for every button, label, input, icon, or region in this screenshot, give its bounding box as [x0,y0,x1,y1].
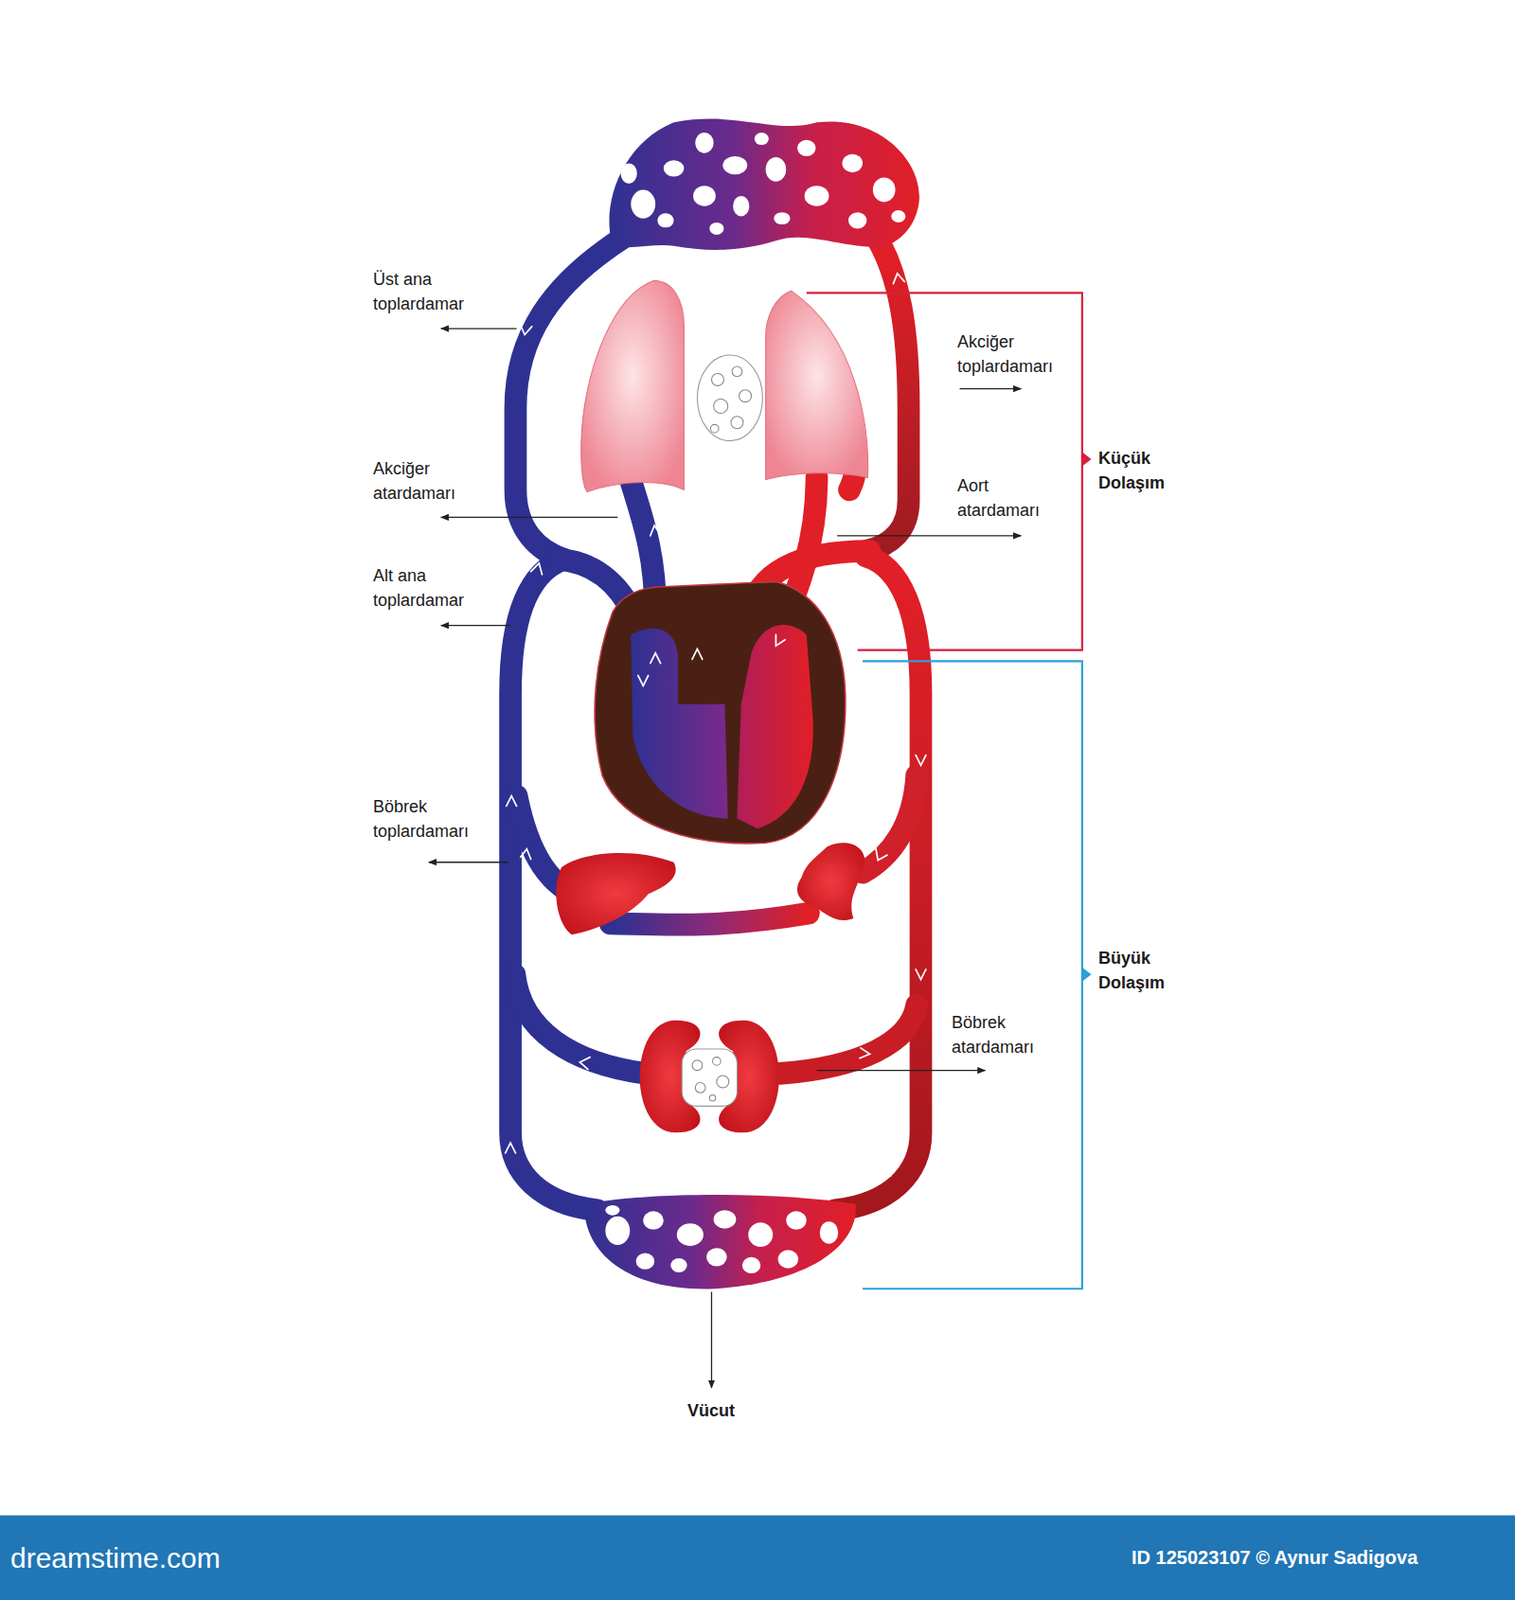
flow-arrows [505,273,927,1177]
credit-bar [0,1515,1515,1600]
artery-label: Aort atardamarı [957,473,1072,523]
artery-label: Böbrek atardamarı [951,1010,1067,1060]
circulation-brackets [806,292,1092,1289]
kidneys [640,1020,780,1134]
vein-label: Böbrek toplardamarı [373,794,488,844]
vein-label: Alt ana toplardamar [373,563,488,613]
upper-capillary-bed [608,119,920,250]
lungs [581,280,869,492]
abdominal-organs [555,842,865,935]
leader-lines [428,328,1021,1389]
circulation-label: Küçük Dolaşım [1098,445,1213,496]
vein-label: Üst ana toplardamar [373,267,488,317]
circulation-label: Büyük Dolaşım [1098,945,1213,996]
body-capillary-bed [584,1194,856,1289]
credit-text: ID 125023107 © Aynur Sadigova [1131,1545,1418,1570]
heart [594,581,846,843]
portal-vessel [610,913,809,926]
vein-label: Akciğer toplardamarı [957,329,1072,379]
artery-label: Akciğer atardamarı [373,456,488,506]
body-label: Vücut [687,1398,735,1424]
watermark: dreamstime.com [10,1539,221,1577]
